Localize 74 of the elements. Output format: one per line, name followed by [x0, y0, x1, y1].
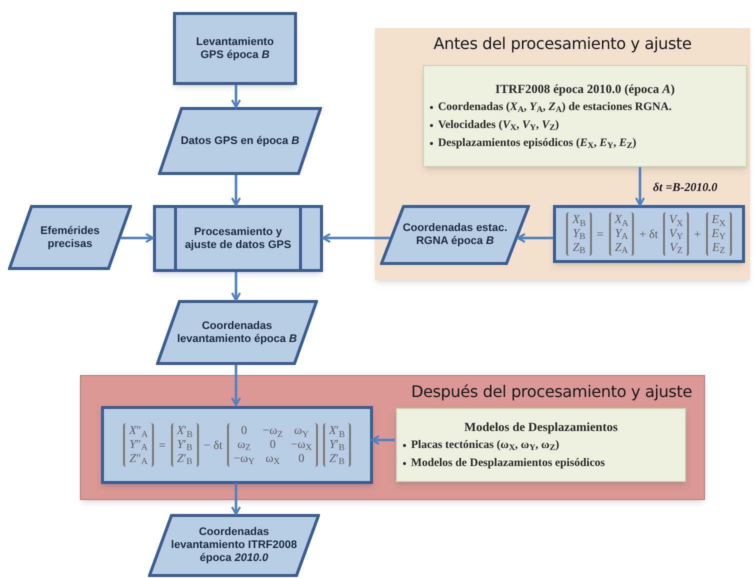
matrix-entry: X″$_{A}$ [129, 424, 148, 438]
data-parallelogram [8, 205, 132, 270]
node-label: Procesamiento y ajuste de datos GPS [184, 226, 292, 252]
bullet-text: Placas tectónicas (ω$_{X}$, ω$_{Y}$, ω$_{Z}$) [411, 438, 560, 452]
matrix-entry: Y$_{A}$ [614, 227, 628, 241]
process-box [173, 12, 297, 85]
bullet-text: Modelos de Desplazamientos episódicos [411, 456, 605, 470]
arrow [120, 233, 154, 243]
info-box [423, 65, 747, 167]
matrix-entry: E$_{X}$ [712, 213, 726, 228]
bullet-text: Velocidades (V$_{X}$, V$_{Y}$, V$_{Z}$) [438, 118, 559, 132]
matrix-entry: X′$_{B}$ [328, 424, 345, 438]
matrix-entry: −ω$_{Z}$ [262, 424, 283, 438]
matrix-entry: −ω$_{Y}$ [233, 452, 255, 466]
node-label: Coordenadas levantamiento época B [176, 320, 298, 346]
matrix-entry: V$_{Z}$ [669, 240, 683, 255]
matrix-entry: V$_{X}$ [669, 213, 683, 228]
phase-panel [375, 28, 750, 280]
arrow [231, 365, 241, 406]
info-box [396, 408, 686, 482]
arrow [322, 233, 390, 243]
bullet-text: Coordenadas (X$_{A}$, Y$_{A}$, Z$_{A}$) de estaciones RGNA. [438, 100, 672, 114]
info-heading: ITRF2008 época 2010.0 (época A) [495, 82, 675, 96]
equation-box [553, 205, 745, 263]
math-operator: = [596, 226, 604, 243]
matrix-entry: Z′$_{B}$ [176, 452, 193, 466]
arrow [371, 435, 395, 445]
panel-heading: Antes del procesamiento y ajuste [433, 33, 692, 55]
arrow [231, 272, 241, 301]
matrix-entry: ω$_{Y}$ [293, 424, 310, 438]
data-parallelogram [156, 300, 318, 365]
matrix-entry: Z$_{B}$ [572, 240, 586, 255]
matrix-entry: ω$_{X}$ [264, 452, 281, 466]
matrix-entry: Y″$_{A}$ [129, 438, 148, 452]
phase-panel [80, 375, 705, 500]
matrix-entry: Y′$_{B}$ [328, 438, 345, 452]
node-label: Coordenadas estac. RGNA época B [402, 222, 508, 248]
matrix-entry: ω$_{Z}$ [236, 438, 252, 452]
data-parallelogram [158, 107, 322, 175]
info-heading: Modelos de Desplazamientos [464, 420, 618, 434]
data-parallelogram [148, 514, 320, 577]
matrix-entry: E$_{Z}$ [712, 240, 726, 255]
matrix-entry: Y$_{B}$ [572, 227, 586, 241]
node-label: Efemérides precisas [39, 224, 101, 250]
arrow [231, 85, 241, 108]
matrix-entry: Y′$_{B}$ [176, 438, 193, 452]
math-operator: − δt [204, 437, 222, 454]
matrix-entry: Z$_{A}$ [614, 240, 628, 255]
matrix-entry: 0 [240, 424, 248, 438]
matrix-entry: −ω$_{X}$ [290, 438, 312, 452]
bullet-text: Desplazamientos episódicos (E$_{X}$, E$_{Y}$, E$_{Z}$) [438, 136, 636, 150]
matrix-entry: Z″$_{A}$ [129, 452, 148, 466]
matrix-entry: 0 [268, 438, 277, 452]
matrix-entry: E$_{Y}$ [712, 227, 726, 241]
matrix-entry: X′$_{B}$ [176, 424, 193, 438]
panel-heading: Después del procesamiento y ajuste [411, 381, 692, 403]
node-label: Datos GPS en época B [180, 134, 300, 148]
math-operator: + δt [639, 226, 658, 243]
equation-box [101, 406, 373, 484]
data-parallelogram [380, 205, 530, 265]
node-label: Levantamiento GPS época B [196, 36, 274, 62]
predefined-process-box [153, 205, 323, 272]
matrix-entry: 0 [297, 452, 306, 466]
math-operator: = [158, 437, 166, 454]
arrow [231, 483, 241, 515]
matrix-entry: X$_{A}$ [614, 213, 628, 228]
matrix-entry: X$_{B}$ [572, 213, 586, 228]
arrow [516, 233, 553, 243]
matrix-entry: V$_{Y}$ [669, 227, 683, 241]
arrow [635, 167, 645, 206]
matrix-entry: Z′$_{B}$ [328, 452, 345, 466]
math-operator: + [694, 226, 701, 243]
node-label: Coordenadas levantamiento ITRF2008 época 2010.0 [170, 526, 298, 565]
arrow [231, 175, 241, 206]
